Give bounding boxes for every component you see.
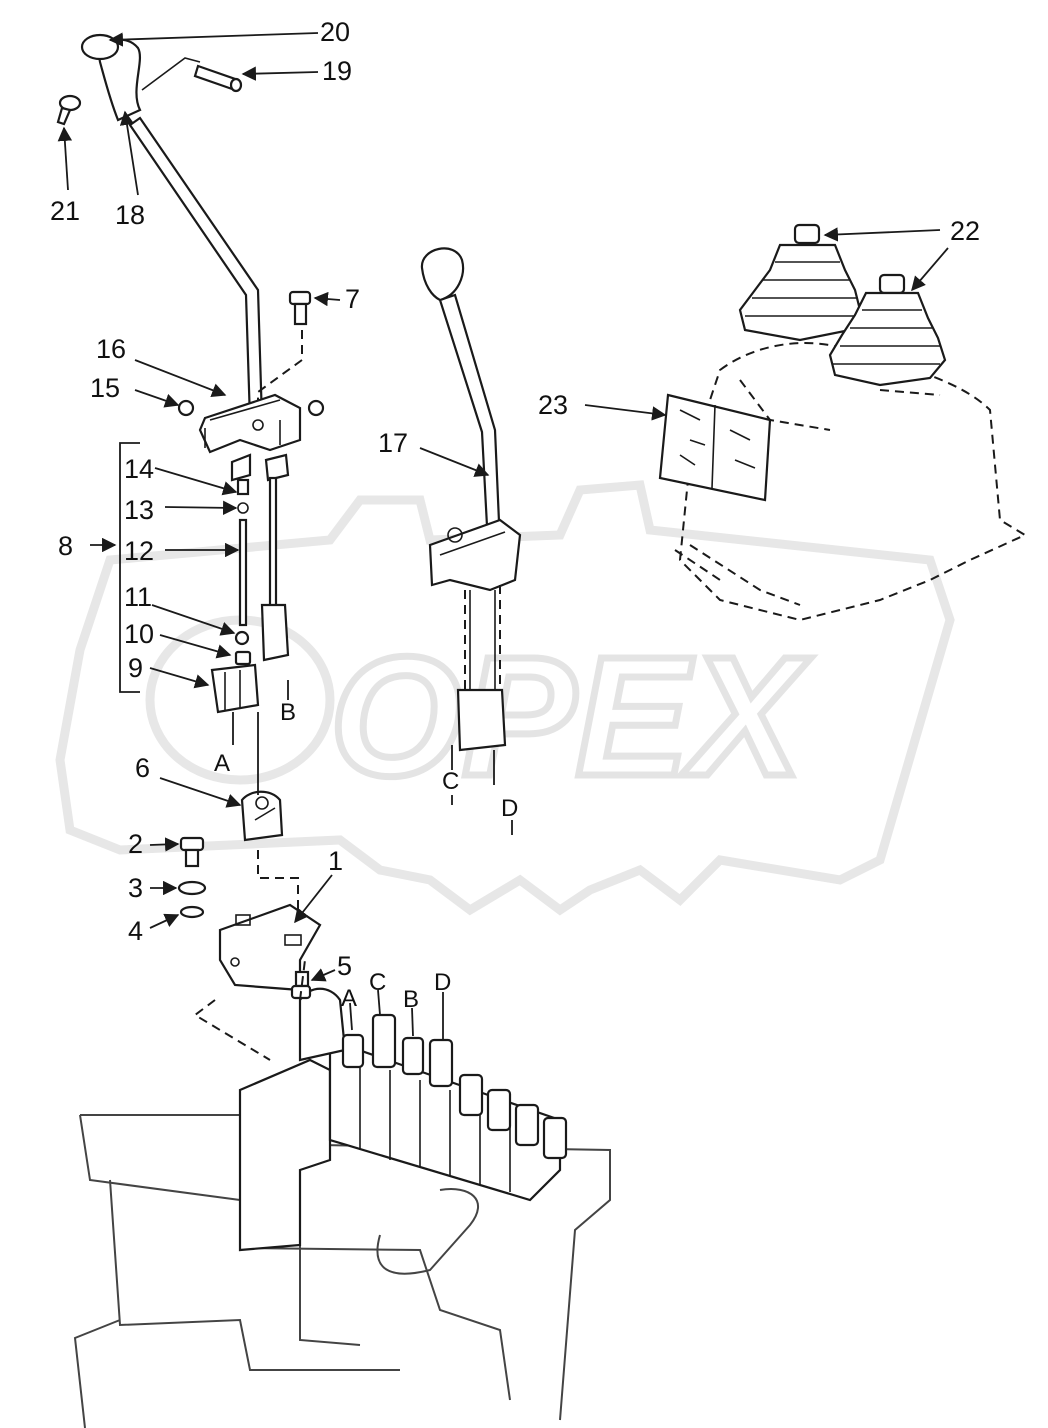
callout-23: 23	[538, 390, 568, 420]
letter-c-valve: C	[369, 969, 386, 996]
letter-a-upper: A	[214, 750, 230, 777]
callout-18: 18	[115, 200, 145, 230]
callout-leaders	[57, 32, 949, 1040]
rubber-boot-left	[738, 223, 862, 342]
center-control-lever	[420, 247, 522, 752]
letter-labels: A B C D A C B D	[214, 699, 518, 1013]
callout-2: 2	[128, 829, 143, 859]
screw-21	[56, 94, 82, 126]
letter-c-upper: C	[442, 768, 459, 795]
callout-19: 19	[322, 56, 352, 86]
swivel-joint	[240, 790, 284, 842]
callout-4: 4	[128, 916, 143, 946]
rubber-boot-right	[828, 273, 947, 387]
nut-15-right	[307, 399, 325, 417]
callout-17: 17	[378, 428, 408, 458]
callout-15: 15	[90, 373, 120, 403]
letter-b-valve: B	[403, 986, 419, 1013]
valve-spools	[341, 1013, 568, 1160]
console-housing	[674, 342, 1028, 622]
callout-3: 3	[128, 873, 143, 903]
letter-d-valve: D	[434, 969, 451, 996]
lever-bracket	[198, 393, 302, 454]
callout-7: 7	[345, 284, 360, 314]
bolt-2	[179, 836, 205, 868]
letter-b-upper: B	[280, 699, 296, 726]
pin-19	[193, 64, 243, 93]
callout-labels: 1 2 3 4 5 6 7 8 9 10 11 12 13 14 15 16 1…	[50, 17, 980, 981]
linkage-rods	[210, 453, 290, 714]
letter-a-valve: A	[341, 985, 357, 1012]
callout-5: 5	[337, 951, 352, 981]
letter-d-upper: D	[501, 795, 518, 822]
decal-23	[658, 393, 772, 502]
callout-13: 13	[124, 495, 154, 525]
bolt-7	[288, 290, 312, 326]
callout-20: 20	[320, 17, 350, 47]
callout-16: 16	[96, 334, 126, 364]
callout-22: 22	[950, 216, 980, 246]
callout-14: 14	[124, 454, 154, 484]
callout-11: 11	[124, 582, 152, 612]
callout-10: 10	[124, 619, 154, 649]
callout-1: 1	[328, 846, 343, 876]
nut-15-left	[177, 399, 195, 417]
watermark-text: OPEX	[330, 622, 811, 812]
callout-12: 12	[124, 536, 154, 566]
washer-3	[177, 880, 207, 896]
callout-9: 9	[128, 653, 143, 683]
callout-21: 21	[50, 196, 80, 226]
callout-8: 8	[58, 531, 73, 561]
washer-4	[179, 905, 205, 919]
callout-6: 6	[135, 753, 150, 783]
